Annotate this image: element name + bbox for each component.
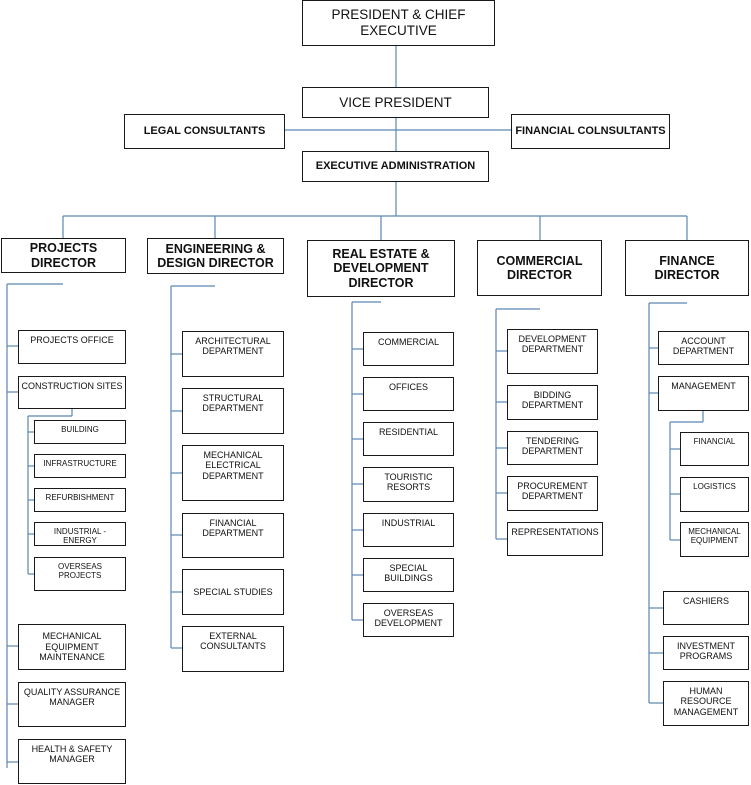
re-offices-box: OFFICES (363, 377, 454, 411)
projects-director-box: PROJECTS DIRECTOR (1, 238, 126, 273)
president-box: PRESIDENT & CHIEF EXECUTIVE (302, 0, 495, 46)
re-industrial-box: INDUSTRIAL (363, 513, 454, 547)
re-overseas-box: OVERSEAS DEVELOPMENT (363, 603, 454, 637)
external-consultants-box: EXTERNAL CONSULTANTS (182, 626, 284, 672)
special-studies-box: SPECIAL STUDIES (182, 569, 284, 615)
legal-consultants-box: LEGAL CONSULTANTS (124, 114, 285, 149)
overseas-projects-box: OVERSEAS PROJECTS (34, 557, 126, 591)
real-estate-director-box: REAL ESTATE & DEVELOPMENT DIRECTOR (307, 240, 455, 297)
cashiers-box: CASHIERS (663, 591, 749, 625)
construction-sites-box: CONSTRUCTION SITES (18, 376, 126, 409)
human-resource-box: HUMAN RESOURCE MANAGEMENT (663, 681, 749, 726)
account-dept-box: ACCOUNT DEPARTMENT (658, 331, 749, 365)
projects-office-box: PROJECTS OFFICE (18, 330, 126, 364)
development-dept-box: DEVELOPMENT DEPARTMENT (507, 329, 598, 374)
structural-dept-box: STRUCTURAL DEPARTMENT (182, 388, 284, 434)
representations-box: REPRESENTATIONS (507, 522, 603, 556)
financial-consultants-box: FINANCIAL COLNSULTANTS (511, 114, 670, 149)
tendering-dept-box: TENDERING DEPARTMENT (507, 431, 598, 465)
mechanical-electrical-dept-box: MECHANICAL ELECTRICAL DEPARTMENT (182, 445, 284, 501)
executive-administration-box: EXECUTIVE ADMINISTRATION (302, 151, 489, 182)
mechanical-maintenance-box: MECHANICAL EQUIPMENT MAINTENANCE (18, 624, 126, 670)
refurbishment-box: REFURBISHMENT (34, 488, 126, 512)
re-residential-box: RESIDENTIAL (363, 422, 454, 456)
fin-financial-box: FINANCIAL (680, 432, 749, 466)
commercial-director-box: COMMERCIAL DIRECTOR (477, 240, 602, 296)
industrial-energy-box: INDUSTRIAL - ENERGY (34, 522, 126, 546)
quality-assurance-box: QUALITY ASSURANCE MANAGER (18, 682, 126, 727)
financial-dept-box: FINANCIAL DEPARTMENT (182, 513, 284, 558)
procurement-dept-box: PROCUREMENT DEPARTMENT (507, 476, 598, 511)
management-box: MANAGEMENT (658, 376, 749, 411)
health-safety-box: HEALTH & SAFETY MANAGER (18, 739, 126, 784)
logistics-box: LOGISTICS (680, 477, 749, 512)
re-touristic-box: TOURISTIC RESORTS (363, 467, 454, 502)
architectural-dept-box: ARCHITECTURAL DEPARTMENT (182, 331, 284, 377)
engineering-director-box: ENGINEERING & DESIGN DIRECTOR (147, 238, 284, 274)
re-special-buildings-box: SPECIAL BUILDINGS (363, 558, 454, 592)
re-commercial-box: COMMERCIAL (363, 332, 454, 366)
infrastructure-box: INFRASTRUCTURE (34, 454, 126, 478)
building-box: BUILDING (34, 420, 126, 444)
vice-president-box: VICE PRESIDENT (302, 87, 489, 118)
investment-programs-box: INVESTMENT PROGRAMS (663, 636, 749, 670)
mechanical-equipment-box: MECHANICAL EQUIPMENT (680, 522, 749, 557)
finance-director-box: FINANCE DIRECTOR (625, 240, 749, 296)
bidding-dept-box: BIDDING DEPARTMENT (507, 385, 598, 420)
